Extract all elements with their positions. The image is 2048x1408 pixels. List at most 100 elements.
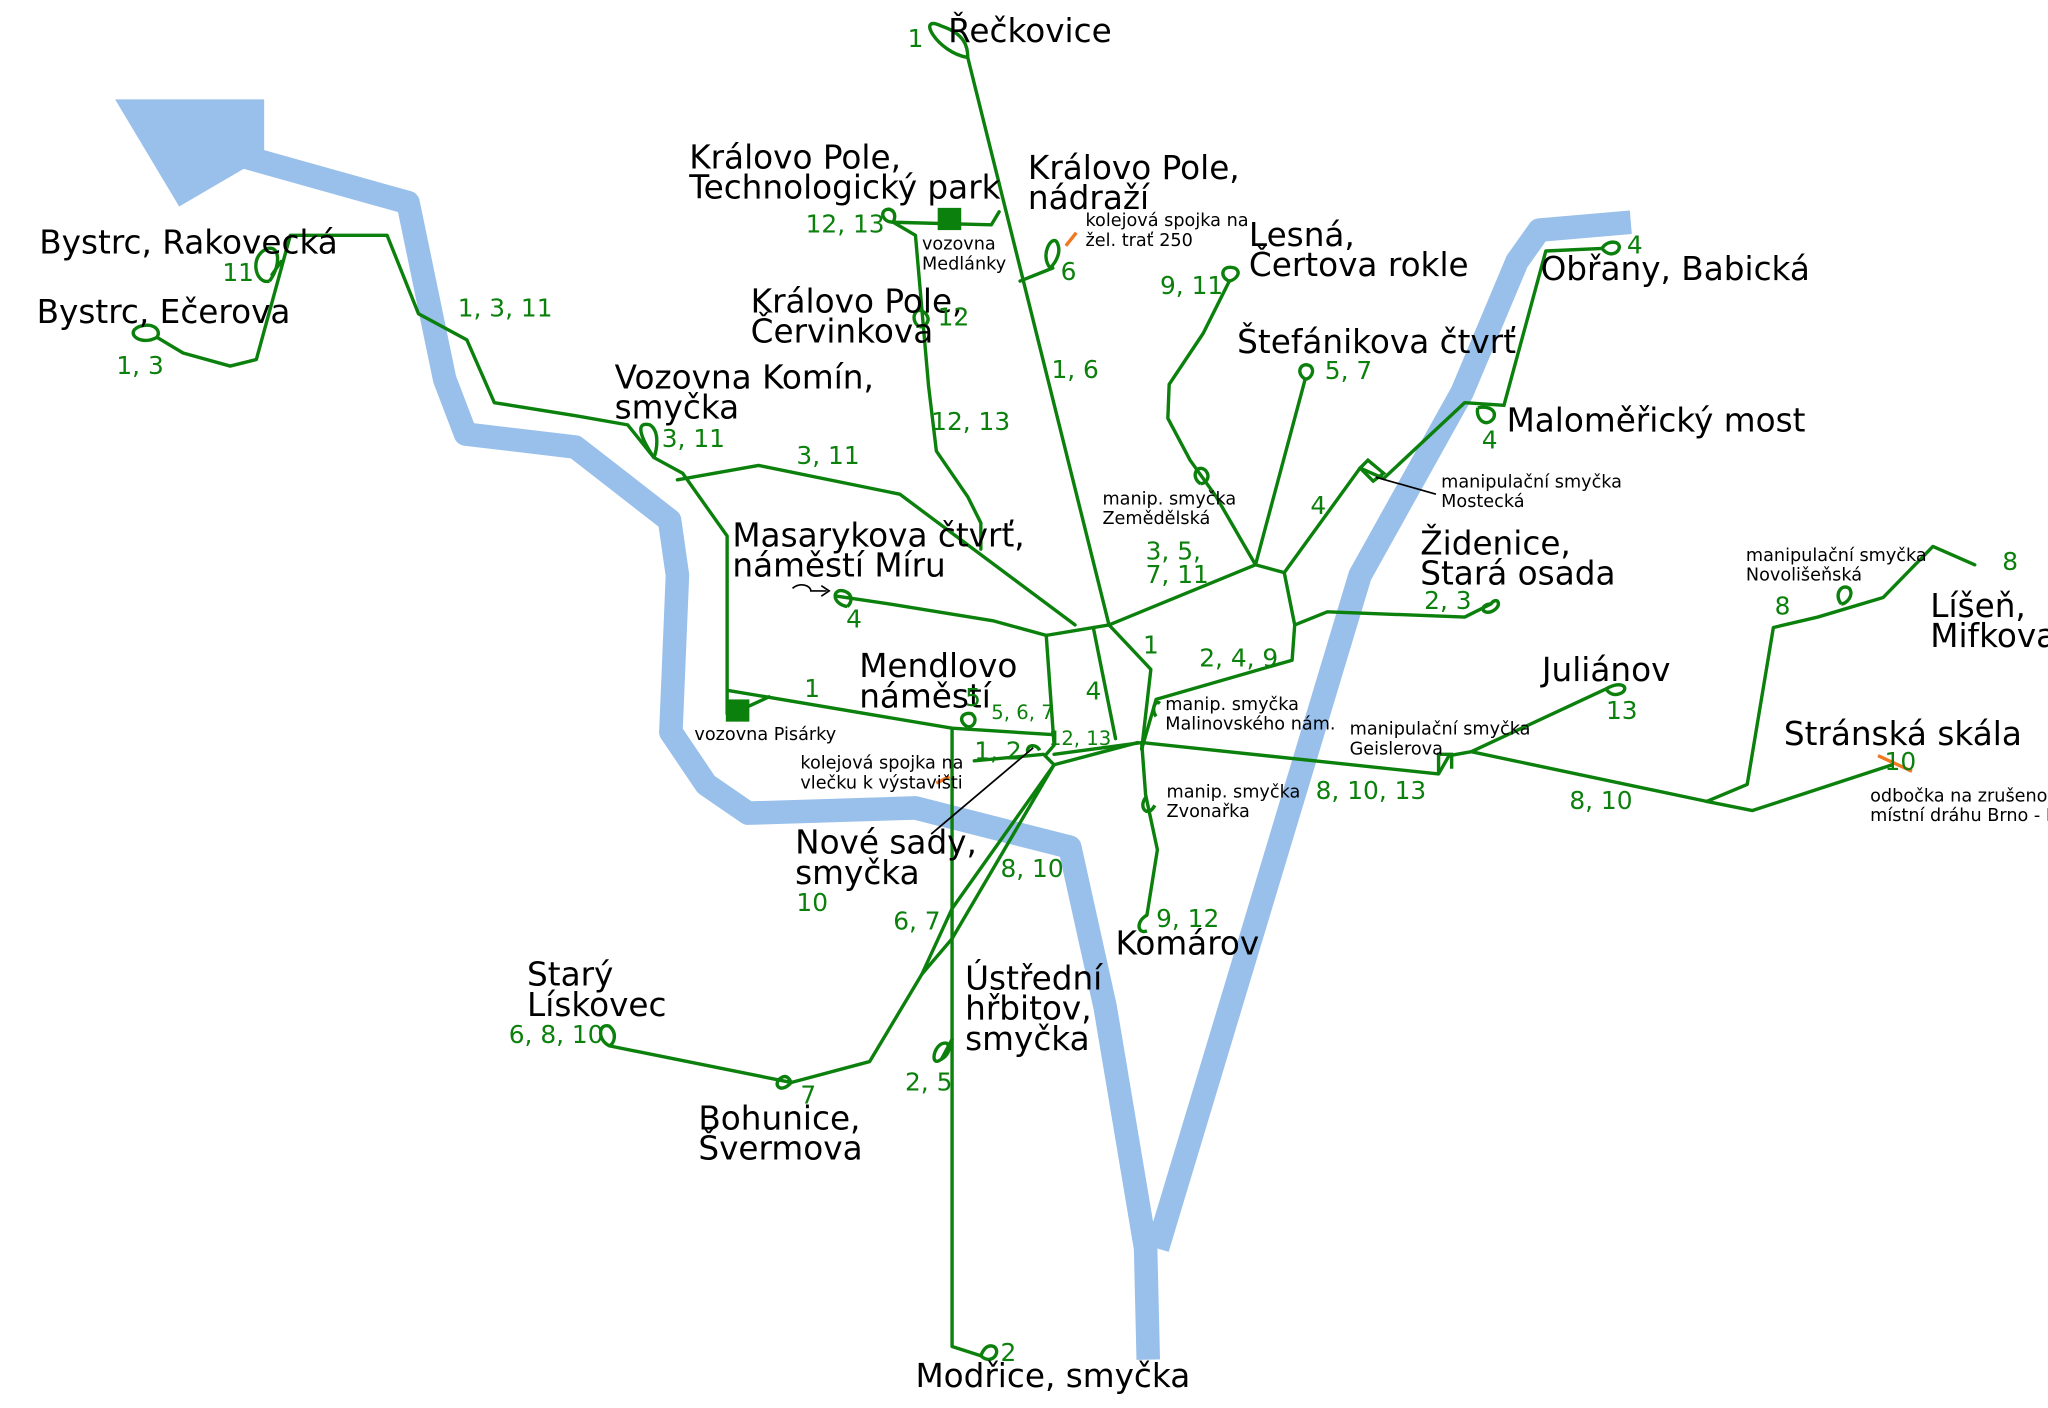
loop-kp-tech: [881, 207, 897, 224]
stop-zidenice: Židenice,Stará osada: [1420, 524, 1615, 592]
spur-250-marker: [1064, 231, 1078, 247]
loop-mostecka: [1357, 457, 1387, 484]
track-kp-nadrazi-spur: [1018, 266, 1055, 283]
loop-reckovice: [928, 21, 970, 60]
num-stary-liskovec: 6, 8, 10: [509, 1020, 604, 1049]
track-komin-313: [675, 463, 1077, 627]
pointer-mostecka: [1375, 476, 1437, 495]
num-seg-12-13-small: 12, 13: [1049, 727, 1111, 750]
num-novolisenska: 8: [1775, 591, 1791, 620]
track-zidenice: [1282, 570, 1493, 627]
loop-mendlovo: [959, 711, 977, 729]
stop-lisen: Líšeň,Mifkova: [1930, 587, 2048, 655]
track-12-13: [972, 740, 1140, 767]
num-kp-tech: 12, 13: [806, 210, 885, 239]
track-malomericky: [1253, 400, 1506, 575]
loop-ustredni: [932, 1041, 951, 1063]
loop-zidenice: [1481, 598, 1501, 614]
odbocka-marker: [1877, 754, 1913, 773]
num-seg-2-4-9: 2, 4, 9: [1199, 644, 1278, 673]
loop-bohunice: [775, 1074, 793, 1090]
pointer-masarykova-arrow: [791, 584, 827, 592]
stop-masarykova: Masarykova čtvrť,náměstí Míru: [732, 516, 1024, 584]
loop-masarykova: [833, 589, 853, 609]
stop-malomericky: Maloměřický most: [1507, 401, 1806, 439]
num-seg-1-lower: 1: [804, 674, 820, 703]
num-masarykova: 4: [846, 605, 862, 634]
stop-kp-tech: Královo Pole,Technologický park: [688, 139, 1000, 207]
num-komarov: 9, 12: [1156, 904, 1219, 933]
stop-stefanikova: Štefánikova čtvrť: [1237, 322, 1516, 361]
track-south-diag: [920, 763, 1056, 976]
num-obrany: 4: [1627, 231, 1643, 260]
num-seg-5-6-7: 5, 6, 7: [991, 701, 1053, 724]
track-reckovice: [966, 55, 1153, 751]
stop-julianov: Juliánov: [1540, 651, 1671, 689]
depot-pisarky-icon: [725, 699, 750, 722]
river-arrowhead: [115, 99, 265, 207]
loop-malinovskeho: [1151, 700, 1162, 718]
stop-obrany: Obřany, Babická: [1541, 250, 1810, 288]
num-seg-4-north: 4: [1310, 491, 1326, 520]
stop-komin: Vozovna Komín,smyčka: [615, 358, 874, 426]
num-zidenice: 2, 3: [1424, 586, 1471, 615]
stop-kp-cervinkova: Královo Pole,Červinkova: [751, 282, 963, 350]
track-center-vert2: [1091, 625, 1118, 741]
stop-reckovice: Řečkovice: [948, 12, 1112, 50]
track-zvonarka: [1140, 740, 1160, 917]
loop-novolisenska: [1836, 585, 1853, 606]
num-seg-3-11: 3, 11: [796, 441, 859, 470]
num-seg-1: 1: [1143, 631, 1159, 660]
num-nove-sady: 10: [796, 888, 828, 917]
track-bohunice: [607, 763, 1056, 1085]
num-julianov: 13: [1606, 696, 1638, 725]
stop-komarov: Komárov: [1116, 924, 1260, 962]
track-kp-tech-east: [891, 210, 1001, 227]
track-center-east: [1140, 623, 1297, 751]
track-nove-sady-link: [1052, 740, 1144, 757]
stop-modrice: Modřice, smyčka: [915, 1357, 1190, 1395]
num-seg-8-10-13: 8, 10, 13: [1316, 776, 1427, 805]
track-bystrc: [155, 233, 729, 716]
stop-lesna: Lesná,Čertova rokle: [1249, 216, 1469, 284]
depot-medlanky-icon: [937, 207, 962, 231]
terminal-loops: [131, 21, 1853, 1362]
num-mendlovo: 5: [965, 683, 981, 712]
loop-julianov: [1604, 683, 1627, 697]
loop-komarov: [1137, 913, 1148, 934]
num-modrice: 2: [1000, 1338, 1016, 1367]
loop-obrany: [1600, 240, 1621, 256]
num-rakovecka: 11: [222, 258, 254, 287]
spur-vystaviste-marker: [935, 775, 951, 785]
stop-kp-nadrazi: Královo Pole,nádraží: [1028, 149, 1240, 217]
track-kp-tech: [891, 220, 983, 551]
num-ustredni: 2, 5: [905, 1067, 952, 1096]
track-ustredni: [939, 1037, 954, 1061]
loop-komin: [639, 422, 659, 459]
num-lesna: 9, 11: [1160, 271, 1223, 300]
loop-stefanikova: [1298, 363, 1315, 381]
loop-cervinkova: [912, 308, 930, 329]
num-stranska: 10: [1885, 747, 1917, 776]
pointer-masarykova-arrowhead: [820, 584, 831, 597]
track-stranska: [1704, 763, 1895, 813]
num-lisen: 8: [2002, 547, 2018, 576]
num-kp-cervinkova: 12: [938, 303, 970, 332]
num-reckovice: 1: [908, 24, 924, 53]
line-numbers: 1 12, 13 6 9, 11 4 11 1, 3, 11 1, 3 12 1…: [116, 24, 2018, 1367]
num-seg-8-10-south: 8, 10: [1000, 854, 1063, 883]
stop-labels: Řečkovice Královo Pole,Technologický par…: [37, 12, 2048, 1395]
loop-ecerova: [131, 323, 160, 343]
num-malomericky: 4: [1482, 425, 1498, 454]
